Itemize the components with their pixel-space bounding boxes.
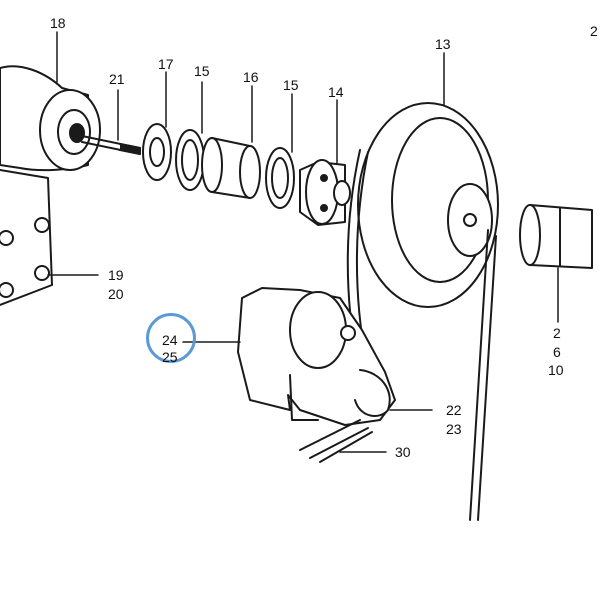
- strap-part-30: [299, 419, 373, 463]
- housing-part-18: [0, 65, 101, 306]
- callout-19[interactable]: 19: [108, 267, 124, 283]
- callout-18[interactable]: 18: [50, 15, 66, 31]
- callout-6[interactable]: 6: [553, 344, 561, 360]
- callout-20[interactable]: 20: [108, 286, 124, 302]
- callout-17[interactable]: 17: [158, 56, 174, 72]
- highlight-ring: [146, 313, 196, 363]
- callout-2-top[interactable]: 2: [590, 23, 598, 39]
- callout-15-right[interactable]: 15: [283, 77, 299, 93]
- hub-part-14: [299, 159, 351, 226]
- callout-30[interactable]: 30: [395, 444, 411, 460]
- callout-25[interactable]: 25: [162, 349, 178, 365]
- callout-10[interactable]: 10: [548, 362, 564, 378]
- pulley-part-13: [357, 102, 499, 308]
- callout-24[interactable]: 24: [162, 332, 178, 348]
- seal-part-15b: [265, 147, 295, 209]
- pump-assembly: [237, 287, 396, 426]
- callout-15-left[interactable]: 15: [194, 63, 210, 79]
- callout-14[interactable]: 14: [328, 84, 344, 100]
- cylinder-part-2: [519, 204, 593, 269]
- callout-21[interactable]: 21: [109, 71, 125, 87]
- leader-lines: [47, 31, 559, 453]
- washer-part-17: [142, 123, 172, 181]
- seal-part-15a: [175, 129, 205, 191]
- callout-16[interactable]: 16: [243, 69, 259, 85]
- callout-22[interactable]: 22: [446, 402, 462, 418]
- callout-2[interactable]: 2: [553, 325, 561, 341]
- callout-13[interactable]: 13: [435, 36, 451, 52]
- bearing-part-16: [201, 137, 261, 199]
- callout-23[interactable]: 23: [446, 421, 462, 437]
- shaft-part-21: [81, 135, 141, 155]
